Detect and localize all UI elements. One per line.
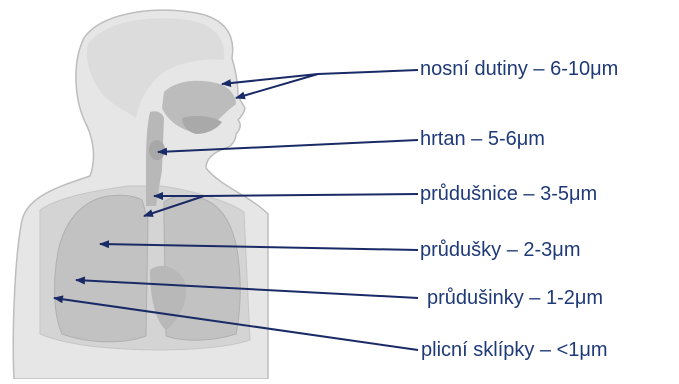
label-nosni-dutiny: nosní dutiny – 6-10μm — [420, 59, 618, 79]
arrow-nosni-stem — [318, 70, 418, 74]
label-prudusinky: průdušinky – 1-2μm — [427, 288, 603, 308]
label-prudusky: průdušky – 2-3μm — [420, 240, 580, 260]
label-hrtan: hrtan – 5-6μm — [420, 129, 545, 149]
larynx — [149, 140, 165, 160]
label-prudusnice: průdušnice – 3-5μm — [420, 184, 597, 204]
label-plicni-sklipky: plicní sklípky – <1μm — [421, 340, 608, 360]
